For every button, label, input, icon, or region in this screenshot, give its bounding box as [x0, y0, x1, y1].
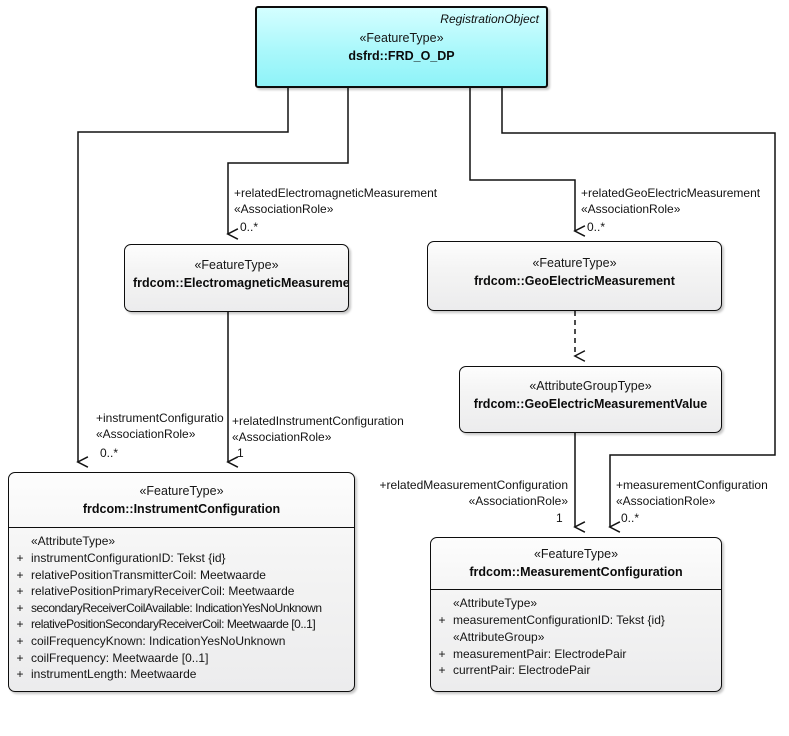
- class-header-electromagnetic-measurement: «FeatureType» frdcom::ElectromagneticMea…: [125, 245, 348, 299]
- edge-related-geoelectric-measurement: [469, 88, 586, 237]
- class-box-instrument-configuration[interactable]: «FeatureType» frdcom::InstrumentConfigur…: [8, 472, 355, 692]
- multiplicity-measurement-configuration: 0..*: [621, 511, 640, 525]
- attribute-visibility: +: [438, 663, 446, 678]
- multiplicity-related-geoelectric-measurement: 0..*: [587, 220, 606, 234]
- attribute-row: + secondaryReceiverCoilAvailable: Indica…: [9, 600, 354, 617]
- attribute-compartment-instrument-configuration: «AttributeType» + instrumentConfiguratio…: [9, 528, 354, 689]
- class-box-electromagnetic-measurement[interactable]: «FeatureType» frdcom::ElectromagneticMea…: [124, 244, 349, 312]
- class-header-geoelectric-measurement-value: «AttributeGroupType» frdcom::GeoElectric…: [460, 367, 721, 420]
- attribute-text: coilFrequency: Meetwaarde [0..1]: [31, 650, 209, 665]
- attribute-row: + relativePositionTransmitterCoil: Meetw…: [9, 567, 354, 584]
- attribute-text: relativePositionSecondaryReceiverCoil: M…: [31, 617, 316, 632]
- attribute-text: relativePositionPrimaryReceiverCoil: Mee…: [31, 584, 295, 599]
- class-header-frd-o-dp: RegistrationObject «FeatureType» dsfrd::…: [257, 8, 546, 72]
- attribute-text: relativePositionTransmitterCoil: Meetwaa…: [31, 567, 266, 582]
- stereotype-measurement-configuration: «FeatureType»: [533, 547, 619, 561]
- class-box-geoelectric-measurement-value[interactable]: «AttributeGroupType» frdcom::GeoElectric…: [459, 366, 722, 433]
- multiplicity-instrument-configuration: 0..*: [100, 446, 119, 460]
- association-role-name: +relatedInstrumentConfiguration: [232, 414, 404, 428]
- class-box-frd-o-dp[interactable]: RegistrationObject «FeatureType» dsfrd::…: [255, 6, 548, 88]
- edge-label-related-measurement-configuration: +relatedMeasurementConfiguration «Associ…: [300, 478, 568, 509]
- stereotype-instrument-configuration: «FeatureType»: [139, 484, 224, 498]
- attribute-visibility: +: [16, 551, 24, 565]
- attribute-text: measurementConfigurationID: Tekst {id}: [453, 613, 665, 627]
- attribute-visibility: +: [16, 650, 24, 665]
- attribute-row: + instrumentConfigurationID: Tekst {id}: [9, 550, 354, 567]
- attribute-visibility: +: [16, 567, 24, 582]
- class-name-instrument-configuration: frdcom::InstrumentConfiguration: [82, 502, 281, 516]
- attribute-text: instrumentLength: Meetwaarde: [31, 667, 197, 682]
- attribute-visibility: +: [16, 667, 24, 682]
- attribute-compartment-measurement-configuration: «AttributeType» + measurementConfigurati…: [431, 590, 721, 685]
- multiplicity-related-measurement-configuration: 1: [556, 511, 563, 525]
- association-stereotype: «AssociationRole»: [96, 426, 196, 441]
- class-header-measurement-configuration: «FeatureType» frdcom::MeasurementConfigu…: [431, 538, 721, 590]
- attribute-row: + instrumentLength: Meetwaarde: [9, 666, 354, 683]
- attribute-row: + coilFrequencyKnown: IndicationYesNoUnk…: [9, 633, 354, 650]
- stereotype-geoelectric-measurement: «FeatureType»: [532, 256, 617, 270]
- attribute-row: + relativePositionSecondaryReceiverCoil:…: [9, 616, 354, 633]
- edge-label-measurement-configuration: +measurementConfiguration «AssociationRo…: [616, 478, 768, 509]
- edge-label-related-electromagnetic-measurement: +relatedElectromagneticMeasurement «Asso…: [234, 186, 437, 217]
- edge-label-related-instrument-configuration: +relatedInstrumentConfiguration «Associa…: [232, 414, 404, 445]
- attribute-group-label: «AttributeType»: [453, 596, 538, 610]
- association-stereotype: «AssociationRole»: [232, 429, 332, 444]
- attribute-group-label: «AttributeType»: [31, 534, 116, 548]
- association-stereotype: «AssociationRole»: [616, 493, 716, 508]
- class-name-geoelectric-measurement: frdcom::GeoElectricMeasurement: [474, 274, 675, 288]
- object-tag-registration-object: RegistrationObject: [440, 12, 539, 26]
- association-role-name: +instrumentConfiguratio: [96, 411, 224, 425]
- class-name-electromagnetic-measurement: frdcom::ElectromagneticMeasurement: [133, 276, 349, 290]
- stereotype-frd-o-dp: «FeatureType»: [359, 31, 444, 45]
- association-stereotype: «AssociationRole»: [581, 201, 681, 216]
- attribute-visibility: +: [16, 600, 24, 615]
- class-box-measurement-configuration[interactable]: «FeatureType» frdcom::MeasurementConfigu…: [430, 537, 722, 692]
- edge-label-related-geoelectric-measurement: +relatedGeoElectricMeasurement «Associat…: [581, 186, 760, 217]
- attribute-visibility: +: [438, 646, 446, 661]
- attribute-row: + currentPair: ElectrodePair: [431, 662, 721, 679]
- stereotype-geoelectric-measurement-value: «AttributeGroupType»: [529, 379, 652, 393]
- edge-label-instrument-configuration: +instrumentConfiguratio «AssociationRole…: [96, 411, 224, 442]
- class-name-frd-o-dp: dsfrd::FRD_O_DP: [348, 49, 455, 63]
- attribute-text: instrumentConfigurationID: Tekst {id}: [31, 551, 226, 565]
- attribute-text: currentPair: ElectrodePair: [453, 663, 591, 678]
- attribute-group-label: «AttributeGroup»: [453, 629, 545, 644]
- association-stereotype: «AssociationRole»: [234, 201, 334, 216]
- association-role-name: +relatedMeasurementConfiguration: [379, 478, 568, 492]
- class-header-geoelectric-measurement: «FeatureType» frdcom::GeoElectricMeasure…: [428, 242, 721, 297]
- attribute-row: + coilFrequency: Meetwaarde [0..1]: [9, 650, 354, 667]
- association-stereotype: «AssociationRole»: [468, 493, 568, 508]
- attribute-visibility: +: [16, 584, 24, 599]
- attribute-visibility: +: [438, 613, 446, 627]
- class-name-geoelectric-measurement-value: frdcom::GeoElectricMeasurementValue: [473, 397, 708, 411]
- class-box-geoelectric-measurement[interactable]: «FeatureType» frdcom::GeoElectricMeasure…: [427, 241, 722, 311]
- attribute-row: + relativePositionPrimaryReceiverCoil: M…: [9, 583, 354, 600]
- class-name-measurement-configuration: frdcom::MeasurementConfiguration: [469, 565, 683, 579]
- attribute-text: secondaryReceiverCoilAvailable: Indicati…: [31, 600, 322, 615]
- attribute-text: measurementPair: ElectrodePair: [453, 646, 627, 661]
- attribute-text: coilFrequencyKnown: IndicationYesNoUnkno…: [31, 633, 286, 648]
- attribute-visibility: +: [16, 633, 24, 648]
- attribute-row: + measurementPair: ElectrodePair: [431, 646, 721, 663]
- association-role-name: +relatedGeoElectricMeasurement: [581, 186, 761, 200]
- association-role-name: +relatedElectromagneticMeasurement: [234, 186, 438, 200]
- attribute-row: + measurementConfigurationID: Tekst {id}: [431, 612, 721, 629]
- multiplicity-related-instrument-configuration: 1: [237, 446, 244, 460]
- stereotype-electromagnetic-measurement: «FeatureType»: [194, 258, 279, 272]
- class-header-instrument-configuration: «FeatureType» frdcom::InstrumentConfigur…: [9, 473, 354, 528]
- multiplicity-related-electromagnetic-measurement: 0..*: [240, 220, 259, 234]
- attribute-visibility: +: [16, 617, 24, 632]
- association-role-name: +measurementConfiguration: [616, 478, 768, 492]
